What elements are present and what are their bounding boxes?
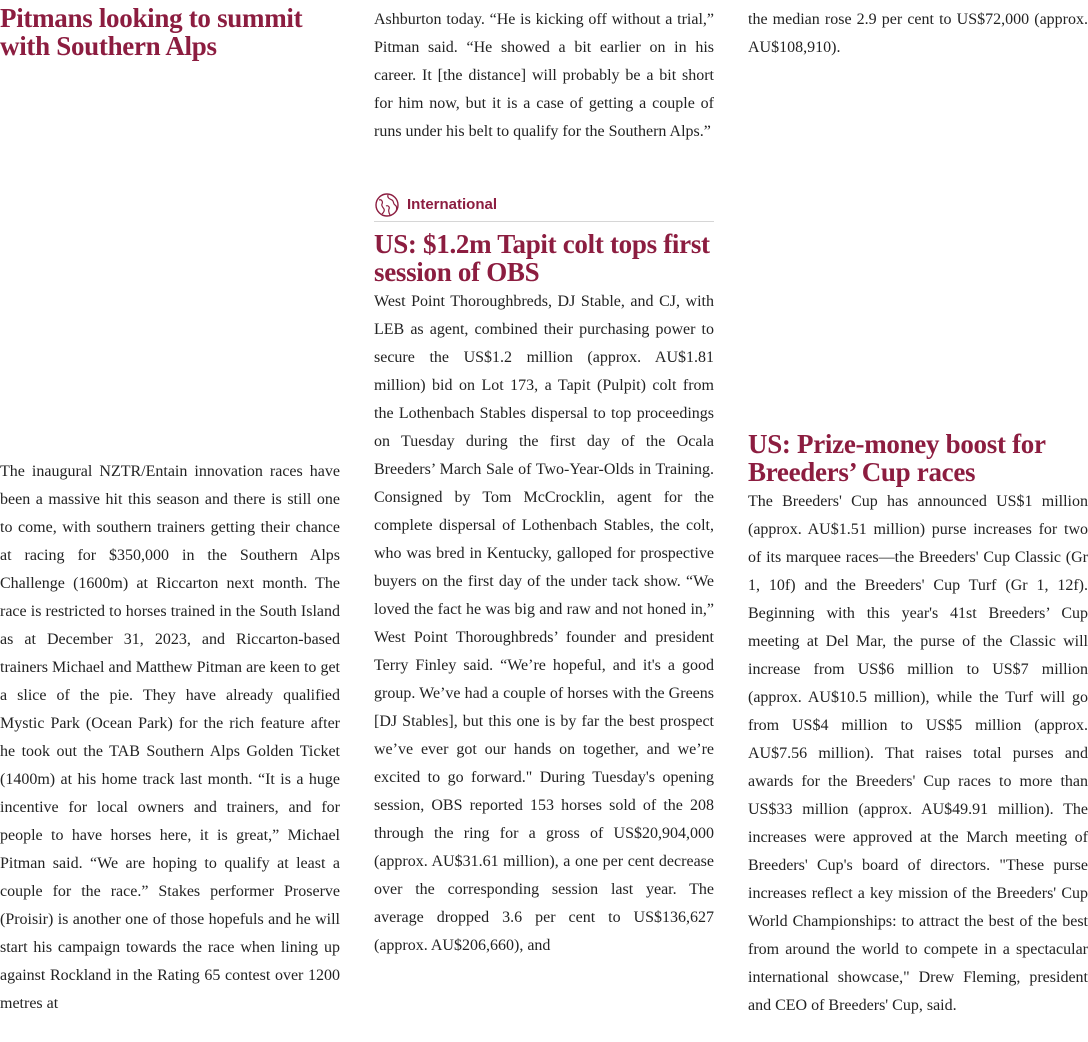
article1-body-part2: Ashburton today. “He is kicking off with… xyxy=(374,11,714,140)
column-1: Pitmans looking to summit with Southern … xyxy=(0,0,340,1018)
section-header-international: International xyxy=(374,188,714,222)
column-2: Ashburton today. “He is kicking off with… xyxy=(374,0,714,960)
section-label: International xyxy=(407,196,498,213)
article3-body: The Breeders' Cup has announced US$1 mil… xyxy=(748,493,1088,1014)
article2-body-part1: West Point Thoroughbreds, DJ Stable, and… xyxy=(374,293,714,954)
article2-body-part2: the median rose 2.9 per cent to US$72,00… xyxy=(748,11,1088,56)
article1-headline: Pitmans looking to summit with Southern … xyxy=(0,3,303,61)
column-3: the median rose 2.9 per cent to US$72,00… xyxy=(748,0,1088,1020)
article1-body-part1: The inaugural NZTR/Entain innovation rac… xyxy=(0,463,340,1012)
article2-headline: US: $1.2m Tapit colt tops first session … xyxy=(374,229,710,287)
article3-headline: US: Prize-money boost for Breeders’ Cup … xyxy=(748,429,1046,487)
globe-icon xyxy=(374,192,400,218)
